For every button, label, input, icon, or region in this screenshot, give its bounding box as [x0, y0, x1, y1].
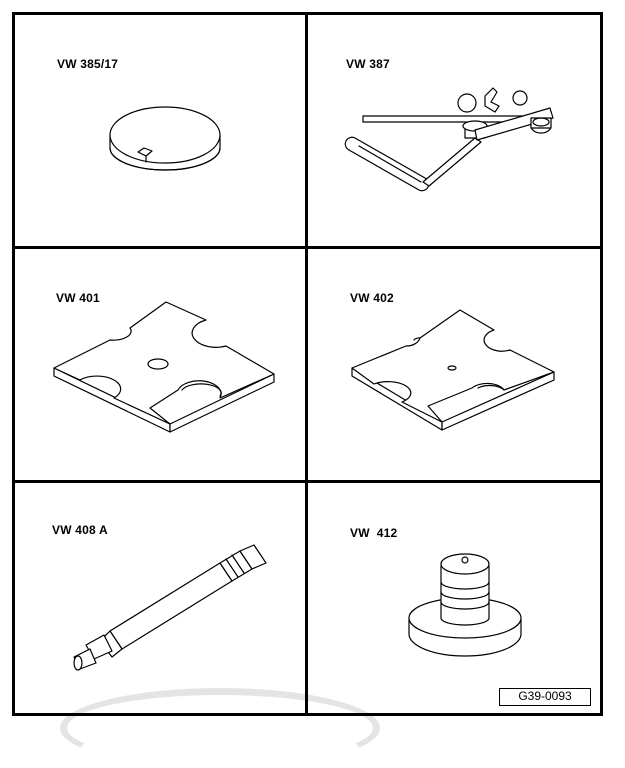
tool-label: VW 408 A — [52, 523, 108, 537]
grid-divider-vertical — [305, 12, 308, 716]
tool-sheet: VW 385/17 VW 387 VW 401 — [12, 12, 603, 768]
tool-label: VW 412 — [350, 526, 398, 540]
tool-label: VW 402 — [350, 291, 394, 305]
grid-divider-row-1 — [12, 246, 603, 249]
support-plate-icon — [53, 301, 275, 433]
tool-label: VW 387 — [346, 57, 390, 71]
pressure-piece-icon — [408, 553, 522, 657]
grid-divider-row-2 — [12, 480, 603, 483]
thrust-disc-icon — [109, 106, 221, 171]
drift-pin-icon — [73, 544, 267, 671]
tool-label: VW 401 — [56, 291, 100, 305]
support-plate-icon — [351, 309, 555, 431]
figure-code: G39-0093 — [499, 688, 591, 706]
gauge-holder-icon — [344, 87, 554, 192]
tool-label: VW 385/17 — [57, 57, 119, 71]
